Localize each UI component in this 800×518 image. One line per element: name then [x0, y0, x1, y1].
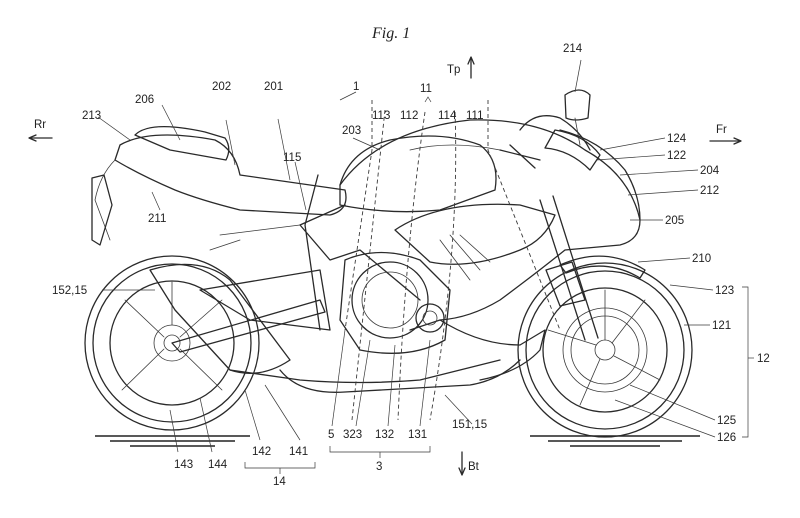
label-211: 211: [148, 213, 166, 225]
label-131: 131: [408, 429, 427, 441]
ground-lines-rear: [95, 435, 250, 447]
direction-rear-arrow: [28, 134, 53, 142]
label-11: 11: [420, 83, 432, 95]
fuel-tank: [339, 135, 497, 213]
bracket-12: [742, 286, 754, 438]
label-144: 144: [208, 459, 228, 471]
direction-top-arrow: [467, 56, 475, 79]
label-1: 1: [353, 81, 359, 93]
label-111: 111: [466, 110, 483, 122]
label-12: 12: [757, 353, 770, 365]
label-206: 206: [135, 94, 154, 106]
exhaust-muffler: [149, 263, 521, 393]
label-214: 214: [563, 43, 583, 55]
label-114: 114: [438, 110, 457, 122]
ground-lines-front: [530, 435, 700, 447]
fairing: [339, 115, 641, 331]
label-212: 212: [700, 185, 719, 197]
label-112: 112: [400, 110, 418, 122]
frame: [199, 174, 421, 331]
bracket-11: [424, 96, 432, 103]
label-14: 14: [273, 476, 286, 488]
label-121: 121: [712, 320, 731, 332]
lower-cowl: [439, 319, 546, 381]
label-115: 115: [283, 152, 301, 164]
label-141: 141: [289, 446, 308, 458]
label-201: 201: [264, 81, 283, 93]
label-213: 213: [82, 110, 101, 122]
label-5: 5: [328, 429, 334, 441]
front-fender: [559, 255, 646, 279]
engine: [339, 234, 491, 354]
label-132: 132: [375, 429, 394, 441]
figure-title: Fig. 1: [371, 25, 410, 42]
bracket-14: [244, 462, 316, 474]
swing-arm: [171, 299, 326, 353]
label-202: 202: [212, 81, 231, 93]
label-3: 3: [376, 461, 382, 473]
label-124: 124: [667, 133, 687, 145]
region-guide-11: [344, 100, 561, 421]
direction-top-label: Tp: [447, 64, 460, 76]
direction-bottom-arrow: [458, 451, 466, 476]
label-125: 125: [717, 415, 736, 427]
label-143: 143: [174, 459, 193, 471]
label-205: 205: [665, 215, 684, 227]
label-323: 323: [343, 429, 362, 441]
label-151-15: 151,15: [452, 419, 487, 431]
bracket-3: [329, 446, 431, 458]
seat-tail: [91, 126, 347, 246]
direction-rear-label: Rr: [34, 119, 46, 131]
front-fork: [539, 195, 599, 341]
handlebar-mirror: [499, 89, 601, 171]
label-210: 210: [692, 253, 711, 265]
direction-front-label: Fr: [716, 124, 727, 136]
label-203: 203: [342, 125, 361, 137]
label-113: 113: [372, 110, 390, 122]
leader-lines: [97, 59, 716, 453]
label-142: 142: [252, 446, 271, 458]
label-126: 126: [717, 432, 736, 444]
front-wheel: [517, 262, 693, 438]
label-123: 123: [715, 285, 734, 297]
direction-bottom-label: Bt: [468, 461, 480, 473]
label-122: 122: [667, 150, 686, 162]
label-204: 204: [700, 165, 720, 177]
direction-front-arrow: [709, 137, 742, 145]
label-152-15: 152,15: [52, 285, 87, 297]
